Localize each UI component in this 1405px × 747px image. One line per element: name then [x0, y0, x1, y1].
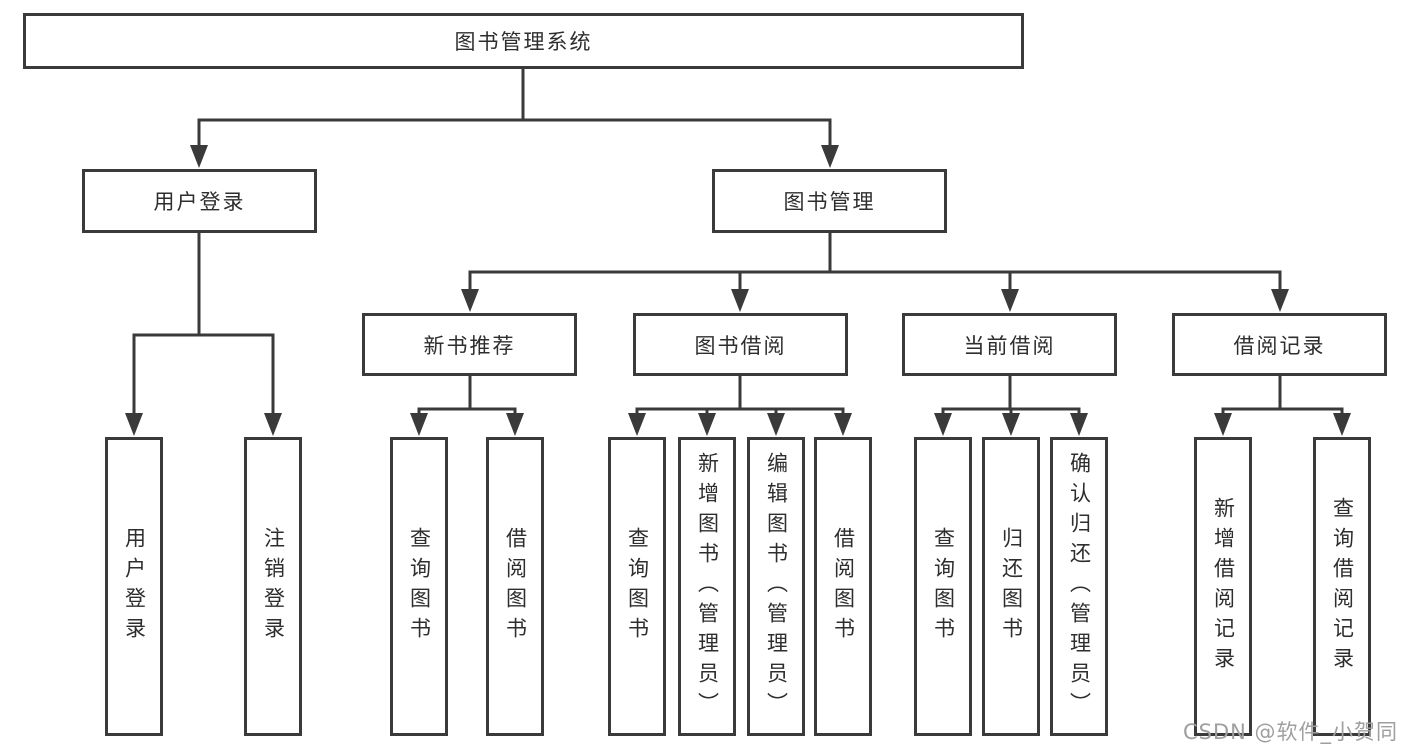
- leaf-add-book-admin: 新增图书（管理员）: [678, 437, 736, 736]
- leaf-add-borrow-record: 新增借阅记录: [1194, 437, 1252, 736]
- leaf-confirm-return-admin: 确认归还（管理员）: [1050, 437, 1108, 736]
- leaf-add-borrow-record-label: 新增借阅记录: [1211, 496, 1236, 677]
- leaf-query-borrow-record: 查询借阅记录: [1313, 437, 1371, 736]
- leaf-query-borrow-record-label: 查询借阅记录: [1330, 496, 1355, 677]
- leaf-borrow-books-borrowing: 借阅图书: [814, 437, 872, 736]
- leaf-query-books-borrowing-label: 查询图书: [625, 526, 650, 647]
- leaf-borrow-books-recommend: 借阅图书: [486, 437, 544, 736]
- leaf-query-books-borrowing: 查询图书: [608, 437, 666, 736]
- leaf-logout: 注销登录: [244, 437, 302, 736]
- node-book-borrowing: 图书借阅: [633, 313, 848, 376]
- leaf-edit-book-admin-label: 编辑图书（管理员）: [764, 451, 789, 722]
- leaf-confirm-return-admin-label: 确认归还（管理员）: [1067, 451, 1092, 722]
- node-current-borrowing-label: 当前借阅: [963, 333, 1056, 358]
- node-borrowing-records: 借阅记录: [1172, 313, 1387, 376]
- leaf-query-books-current-label: 查询图书: [931, 526, 956, 647]
- node-book-management-label: 图书管理: [783, 190, 876, 214]
- leaf-borrow-books-recommend-label: 借阅图书: [503, 526, 528, 647]
- node-current-borrowing: 当前借阅: [902, 313, 1117, 376]
- node-new-book-recommend-label: 新书推荐: [423, 333, 516, 358]
- node-book-borrowing-label: 图书借阅: [694, 333, 787, 358]
- leaf-return-book: 归还图书: [982, 437, 1040, 736]
- leaf-user-login-label: 用户登录: [122, 526, 147, 647]
- leaf-user-login: 用户登录: [105, 437, 163, 736]
- leaf-query-books-recommend: 查询图书: [390, 437, 448, 736]
- node-book-management: 图书管理: [712, 169, 947, 233]
- leaf-add-book-admin-label: 新增图书（管理员）: [695, 451, 720, 722]
- leaf-logout-label: 注销登录: [261, 526, 286, 647]
- node-new-book-recommend: 新书推荐: [362, 313, 577, 376]
- arrowheads: [125, 145, 1351, 436]
- leaf-query-books-recommend-label: 查询图书: [407, 526, 432, 647]
- node-root: 图书管理系统: [23, 13, 1024, 69]
- leaf-query-books-current: 查询图书: [914, 437, 972, 736]
- node-root-label: 图书管理系统: [454, 30, 593, 54]
- leaf-return-book-label: 归还图书: [999, 526, 1024, 647]
- watermark: CSDN @软件_小贺同学: [1183, 720, 1399, 744]
- node-user-login-label: 用户登录: [153, 190, 246, 214]
- node-borrowing-records-label: 借阅记录: [1233, 333, 1326, 358]
- leaf-edit-book-admin: 编辑图书（管理员）: [747, 437, 805, 736]
- leaf-borrow-books-borrowing-label: 借阅图书: [831, 526, 856, 647]
- node-user-login: 用户登录: [82, 169, 317, 233]
